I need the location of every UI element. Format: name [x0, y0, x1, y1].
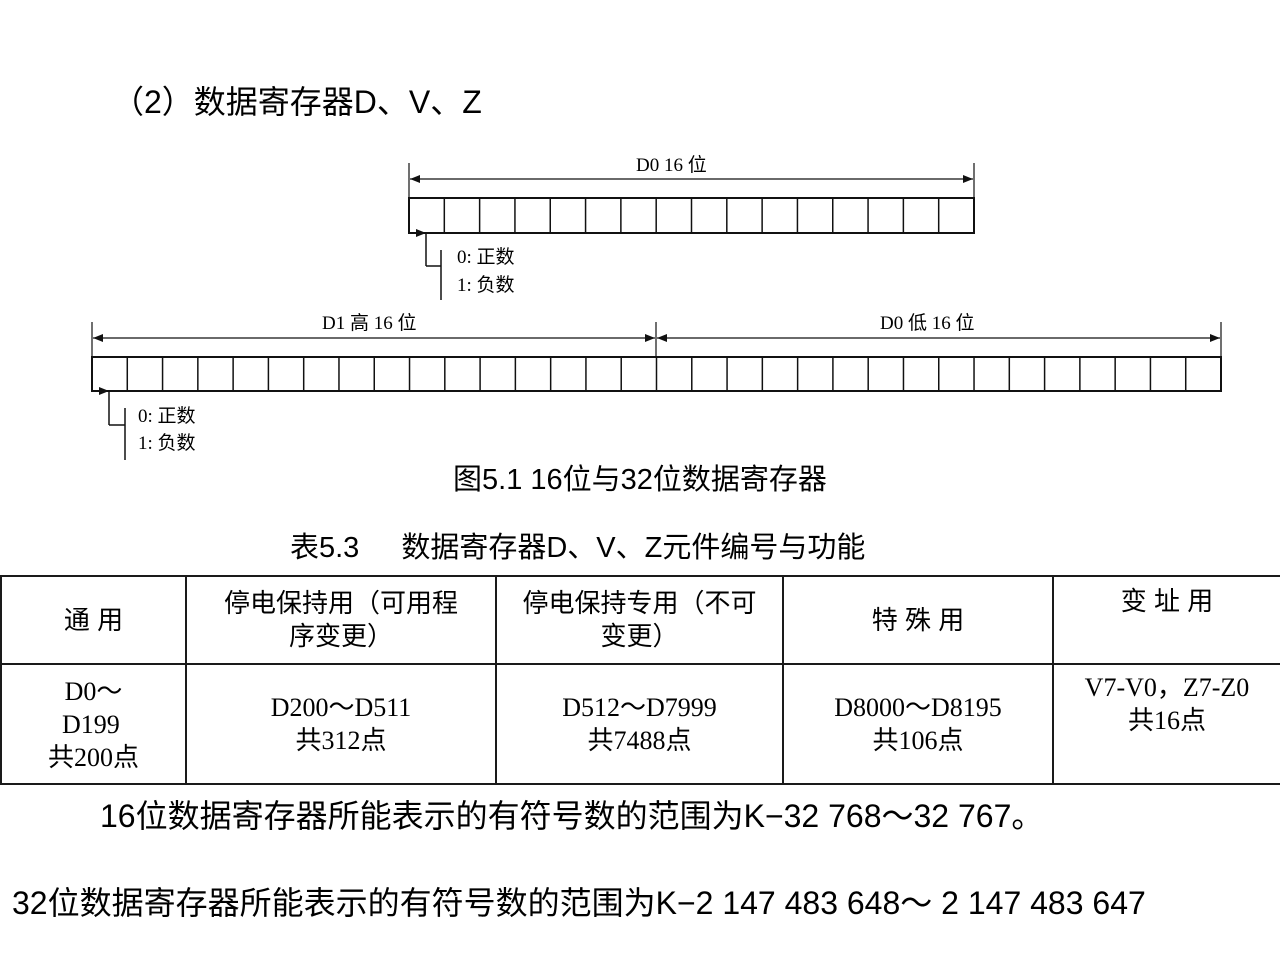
range-16bit-text: 16位数据寄存器所能表示的有符号数的范围为K−32 768～32 767。: [100, 798, 1044, 834]
register32-low-label: D0 低 16 位: [880, 313, 975, 334]
table-caption-title: 数据寄存器D、V、Z元件编号与功能: [401, 532, 866, 564]
figure-caption: 图5.1 16位与32位数据寄存器: [453, 464, 827, 496]
header-retentive-fixed: 停电保持专用（不可变更）: [495, 575, 784, 665]
table-caption-number: 表5.3: [290, 532, 360, 564]
header-retentive-programmable: 停电保持用（可用程序变更）: [185, 575, 497, 665]
table-caption: 表5.3 数据寄存器D、V、Z元件编号与功能: [290, 530, 865, 566]
register-32bit: [91, 322, 1222, 460]
sign-note-negative-32: 1: 负数: [138, 433, 196, 454]
header-special: 特 殊 用: [782, 575, 1054, 665]
register-table: 通 用 停电保持用（可用程序变更） 停电保持专用（不可变更） 特 殊 用 变 址…: [0, 575, 1280, 785]
sign-note-negative: 1: 负数: [457, 275, 515, 296]
header-index: 变 址 用: [1052, 575, 1280, 665]
register32-high-label: D1 高 16 位: [322, 313, 417, 334]
section-heading: （2）数据寄存器D、V、Z: [112, 84, 482, 120]
register-16bit: [408, 163, 975, 300]
sign-note-positive-32: 0: 正数: [138, 406, 196, 427]
sign-note-positive: 0: 正数: [457, 247, 515, 268]
header-general: 通 用: [0, 575, 187, 665]
range-32bit-text: 32位数据寄存器所能表示的有符号数的范围为K−2 147 483 648～ 2 …: [12, 885, 1146, 921]
register-diagram: [91, 163, 1222, 460]
register16-label: D0 16 位: [636, 155, 707, 176]
table-header-row: 通 用 停电保持用（可用程序变更） 停电保持专用（不可变更） 特 殊 用 变 址…: [0, 575, 1280, 665]
